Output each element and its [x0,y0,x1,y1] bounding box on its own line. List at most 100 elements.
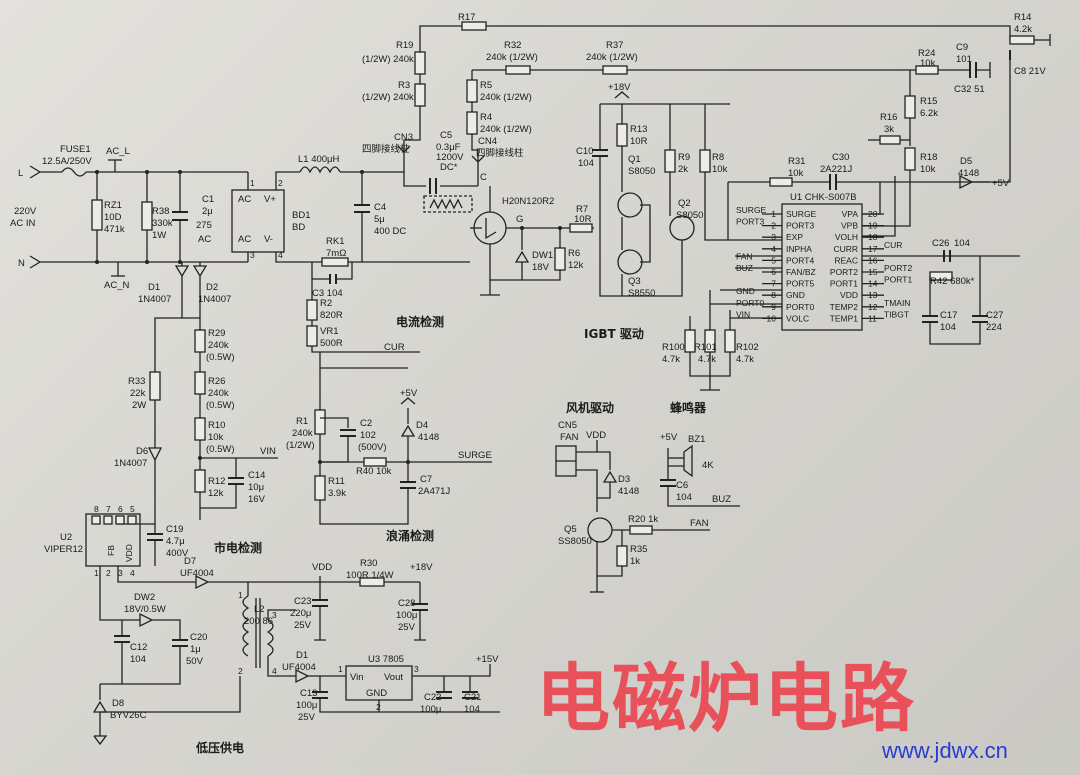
r4-body [466,111,478,135]
c20-value-1: 1μ [190,644,201,655]
rz1-label: RZ1 [104,200,122,211]
l2-pin-2: 2 [238,666,243,676]
l2-sec-bot [267,656,296,677]
c19-value-2: 400V [166,548,189,559]
r33-label: R33 [128,376,145,387]
u1-pin-name-left: SURGE [786,209,817,219]
c23-gnd [314,606,326,641]
node [178,260,182,264]
r16-label: R16 [880,112,897,123]
u3-out [412,664,491,677]
q1-label: Q1 [628,154,641,165]
u2-pin-number-top: 8 [94,504,99,514]
r100-label: R100 [662,342,685,353]
d4-value: 4148 [418,432,439,443]
node [145,170,149,174]
node [178,170,182,174]
r37-label: R37 [606,40,623,51]
c5-value-3: DC* [440,162,458,173]
c1-value-1: 2μ [202,206,213,217]
r14-value: 4.2k [1014,24,1032,35]
r33-value-1: 22k [130,388,146,399]
bridge-vplus-label: V+ [264,194,276,205]
bridge-vminus-label: V- [264,234,273,245]
u2-pin-pad [115,515,125,525]
node [145,260,149,264]
p5v-arrow [400,397,416,405]
section-mains-detect: 市电检测 [214,540,262,555]
r35-label: R35 [630,544,647,555]
q3-label: Q3 [628,276,641,287]
r18-body [904,147,916,171]
r101-value: 4.7k [698,354,716,365]
d7-symbol [195,574,210,590]
bridge-pin-3: 3 [250,250,255,260]
dw1-wire-b [490,262,523,281]
r30-value: 100R 1/4W [346,570,394,581]
u1-net-right: TMAIN [884,298,910,308]
c1-value-3: AC [198,234,211,245]
r20-body [629,525,653,535]
bd1-label: BD1 [292,210,310,221]
d5-value: 4148 [958,168,979,179]
dw1-symbol [514,250,530,263]
r8-wire-b [704,172,782,241]
u3-gnd: GND [366,688,387,699]
r102-body [724,329,736,353]
r8-value: 10k [712,164,728,175]
r16-value: 3k [884,124,894,135]
u1-pin-name-right: PORT2 [830,267,858,277]
c2-value-1: 102 [360,430,376,441]
u3-pin-2: 2 [376,702,381,712]
r101-label: R101 [694,342,717,353]
u1-left-pins: SURGE1SURGEPORT32PORT3EXP3INPHA4PORT45FA… [736,205,817,323]
bridge-pin-4: 4 [278,250,283,260]
c3-wire-b [336,262,353,280]
u1-pin-name-right: TEMP1 [830,313,859,323]
c20-label: C20 [190,632,207,643]
section-low-voltage: 低压供电 [195,740,244,755]
r10-body [194,417,206,441]
r5-body [466,79,478,103]
q-base-wire [640,204,651,263]
r3-value: (1/2W) 240k [362,92,414,103]
u2-pin-number-bottom: 1 [94,568,99,578]
c5-label: C5 [440,130,452,141]
d3-wire-b [597,482,611,499]
c9-label: C9 [956,42,968,53]
u2-label: U2 [60,532,72,543]
igbt-gate-pin: G [516,214,523,225]
c13-gnd [319,698,500,713]
l2-sec-top [267,609,296,620]
buzzer-symbol [683,444,693,478]
r16-body [879,135,901,145]
r6-body [554,247,566,271]
r38-value-1: 330k [152,218,173,229]
r102-label: R102 [736,342,759,353]
c28-label: C28 [398,598,415,609]
c10-wire-b [599,156,640,297]
cn3-label: CN3 [394,132,413,143]
r19-value: (1/2W) 240k [362,54,414,65]
r31-body [769,177,793,187]
c14-wire-b [200,484,237,509]
rk1-value: 7mΩ [326,248,346,259]
bz1-value: 4K [702,460,714,471]
c19-value-1: 4.7μ [166,536,185,547]
d8-symbol [92,700,108,713]
d4-label: D4 [416,420,428,431]
u2-fb-label: FB [106,545,116,556]
r7-value: 10R [574,214,592,225]
r2-value: 820R [320,310,343,321]
d5-symbol [959,174,974,190]
c4-value-1: 5μ [374,214,385,225]
cn4-mark [471,155,485,163]
bridge-pin-1: 1 [250,178,255,188]
c13-label: C13 [300,688,317,699]
r35-body [616,545,628,567]
r33-branch [154,317,182,372]
r1-label: R1 [296,416,308,427]
c19-label: C19 [166,524,183,535]
fan-vdd-label: VDD [586,430,606,441]
